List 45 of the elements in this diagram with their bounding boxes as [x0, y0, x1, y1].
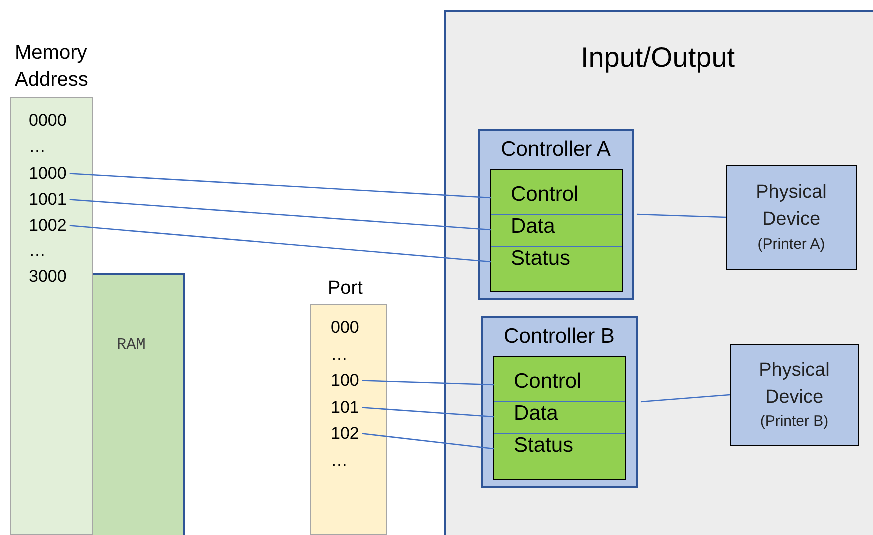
address-label: 000 — [331, 318, 360, 338]
io-panel — [444, 10, 873, 535]
device-note: (Printer B) — [760, 412, 829, 432]
port-label: 100 — [331, 371, 360, 391]
register-label: Control — [511, 183, 579, 208]
address-label: 1000 — [29, 164, 67, 184]
connector-line — [362, 407, 494, 418]
connector-line — [362, 380, 494, 386]
panel-title: Controller B — [503, 325, 616, 350]
register-label: Status — [511, 247, 571, 272]
address-label: 3000 — [29, 267, 67, 287]
address-label: … — [29, 137, 46, 157]
address-label: 1002 — [29, 216, 67, 236]
connector-line — [636, 214, 726, 218]
device-name: Physical Device — [758, 358, 831, 410]
connector-line — [70, 225, 492, 263]
register-box — [493, 356, 626, 480]
column-heading: Port — [328, 277, 364, 301]
device-box — [726, 165, 857, 270]
address-label: 0000 — [29, 111, 67, 131]
device-note: (Printer A) — [758, 234, 826, 255]
port-label: 102 — [331, 424, 360, 444]
panel-title: Controller A — [500, 138, 612, 162]
device-box — [730, 344, 859, 446]
address-label: … — [331, 451, 348, 471]
register-box — [490, 169, 623, 292]
block-label: RAM — [117, 336, 146, 354]
address-label: … — [29, 241, 46, 261]
connector-line — [70, 173, 492, 199]
port-label: 101 — [331, 398, 360, 418]
controller-box — [478, 129, 634, 300]
address-label: … — [331, 345, 348, 365]
register-label: Data — [511, 215, 556, 240]
connector-line — [640, 394, 730, 403]
connector-line — [70, 199, 492, 231]
register-label: Data — [514, 402, 558, 426]
ram-block — [93, 273, 185, 535]
register-label: Control — [514, 370, 582, 394]
controller-box — [481, 316, 638, 488]
address-label: 1001 — [29, 190, 67, 210]
connector-line — [362, 433, 494, 450]
device-name: Physical Device — [755, 181, 828, 232]
register-label: Status — [514, 434, 574, 458]
column-heading: Memory Address — [15, 41, 90, 93]
panel-title: Input/Output — [580, 42, 736, 74]
